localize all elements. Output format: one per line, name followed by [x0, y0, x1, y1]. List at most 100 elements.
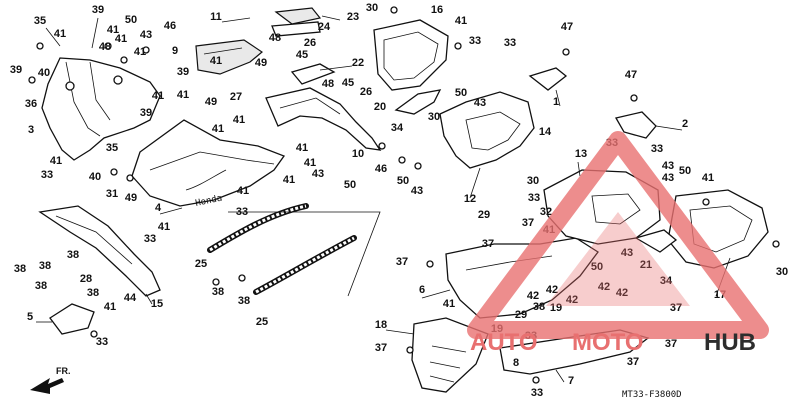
callout-43: 43 — [140, 29, 152, 41]
callout-32: 32 — [540, 206, 552, 218]
callout-49: 49 — [255, 57, 267, 69]
callout-21: 21 — [640, 259, 652, 271]
callout-47: 47 — [561, 21, 573, 33]
part-21-bracket — [634, 229, 678, 253]
callout-34: 34 — [660, 275, 673, 287]
callout-39: 39 — [140, 107, 152, 119]
callout-49: 49 — [125, 192, 137, 204]
callout-27: 27 — [230, 91, 242, 103]
callout-41: 41 — [304, 157, 316, 169]
callout-29: 29 — [515, 309, 527, 321]
callout-43: 43 — [662, 160, 674, 172]
callout-33: 33 — [504, 37, 516, 49]
callout-38: 38 — [14, 263, 26, 275]
callout-50: 50 — [344, 179, 356, 191]
callout-33: 33 — [41, 169, 53, 181]
callout-38: 38 — [238, 295, 250, 307]
callout-33: 33 — [469, 35, 481, 47]
callout-46: 46 — [164, 20, 176, 32]
callout-30: 30 — [428, 111, 440, 123]
callout-37: 37 — [627, 356, 639, 368]
callout-18: 18 — [375, 319, 387, 331]
callout-6: 6 — [419, 284, 425, 296]
callout-43: 43 — [411, 185, 423, 197]
callout-12: 12 — [464, 193, 476, 205]
part-12-inner-fairing — [439, 91, 535, 169]
callout-5: 5 — [27, 311, 33, 323]
callout-46: 46 — [375, 163, 387, 175]
callout-33: 33 — [236, 206, 248, 218]
callout-38: 38 — [87, 287, 99, 299]
callout-33: 33 — [651, 143, 663, 155]
callout-41: 41 — [283, 174, 295, 186]
callout-45: 45 — [342, 77, 354, 89]
part-22-inner-panel — [290, 63, 336, 85]
callout-38: 38 — [35, 280, 47, 292]
callout-43: 43 — [662, 172, 674, 184]
part-23-panel — [271, 7, 322, 37]
front-arrow: FR. — [30, 366, 71, 394]
callout-7: 7 — [568, 375, 574, 387]
callout-38: 38 — [212, 286, 224, 298]
part-2-bracket — [615, 111, 657, 139]
callout-38: 38 — [39, 260, 51, 272]
watermark-left: AUTO — [470, 329, 538, 356]
callout-37: 37 — [375, 342, 387, 354]
callout-37: 37 — [482, 238, 494, 250]
callout-8: 8 — [513, 357, 519, 369]
callout-35: 35 — [106, 142, 118, 154]
diagram-code: MT33-F3800D — [622, 390, 682, 400]
part-9-duct — [195, 39, 264, 75]
callout-41: 41 — [702, 172, 714, 184]
divider-line — [228, 211, 381, 297]
part-5-bracket — [49, 303, 95, 335]
callout-47: 47 — [625, 69, 637, 81]
callout-39: 39 — [10, 64, 22, 76]
leader-lines — [36, 15, 731, 383]
callout-25: 25 — [256, 316, 268, 328]
callout-45: 45 — [296, 49, 308, 61]
callout-37: 37 — [670, 302, 682, 314]
callout-43: 43 — [474, 97, 486, 109]
part-3-bracket — [41, 57, 161, 161]
callout-41: 41 — [107, 24, 119, 36]
callout-49: 49 — [205, 96, 217, 108]
callout-35: 35 — [34, 15, 46, 27]
part-10-duct — [265, 87, 382, 151]
callout-39: 39 — [177, 66, 189, 78]
callout-50: 50 — [455, 87, 467, 99]
callout-1: 1 — [553, 96, 559, 108]
callout-39: 39 — [92, 4, 104, 16]
callout-26: 26 — [360, 86, 372, 98]
callout-10: 10 — [352, 148, 364, 160]
callout-30: 30 — [776, 266, 788, 278]
watermark-triangle — [467, 131, 769, 339]
callout-37: 37 — [665, 338, 677, 350]
callout-34: 34 — [391, 122, 404, 134]
callout-41: 41 — [233, 114, 245, 126]
callout-9: 9 — [172, 45, 178, 57]
callout-48: 48 — [322, 78, 334, 90]
callout-42: 42 — [616, 287, 628, 299]
callout-41: 41 — [158, 221, 170, 233]
callout-38: 38 — [67, 249, 79, 261]
callout-50: 50 — [591, 261, 603, 273]
callout-15: 15 — [151, 298, 163, 310]
callout-41: 41 — [237, 185, 249, 197]
callout-48: 48 — [269, 32, 281, 44]
part-1-bracket — [528, 67, 568, 91]
part-16-pocket — [373, 19, 449, 91]
part-25-harness — [207, 203, 357, 295]
callout-28: 28 — [80, 273, 92, 285]
callout-41: 41 — [296, 142, 308, 154]
watermark-right: HUB — [704, 329, 756, 356]
callout-22: 22 — [352, 57, 364, 69]
callout-41: 41 — [115, 33, 127, 45]
callout-4: 4 — [155, 202, 162, 214]
callout-37: 37 — [522, 217, 534, 229]
callout-23: 23 — [347, 11, 359, 23]
callout-41: 41 — [443, 298, 455, 310]
callout-41: 41 — [134, 46, 146, 58]
